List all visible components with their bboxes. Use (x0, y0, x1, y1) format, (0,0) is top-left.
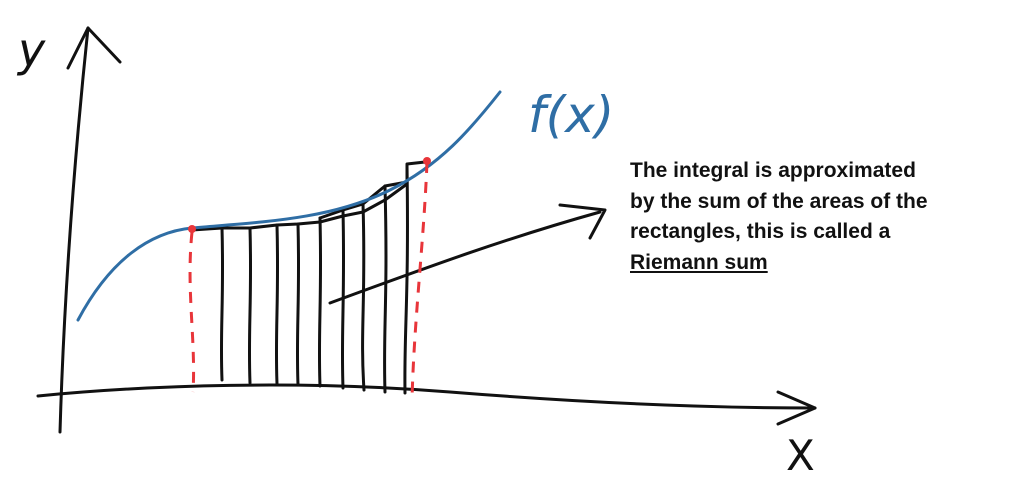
caption-line: The integral is approximated (630, 159, 916, 182)
riemann-sum-term: Riemann sum (630, 250, 768, 274)
upper-bound-line (410, 161, 429, 401)
caption-line: rectangles, this is called a (630, 220, 891, 243)
upper-bound-point (423, 157, 431, 165)
function-label: f(x) (528, 86, 614, 144)
y-axis-label: y (16, 23, 46, 77)
x-axis (36, 383, 817, 410)
caption-line: by the sum of the areas of the (630, 189, 928, 213)
function-curve (76, 90, 502, 322)
pointer-arrowhead (558, 203, 607, 240)
caption: The integral is approximated by the sum … (630, 156, 1010, 278)
x-axis-label: X (786, 431, 815, 480)
lower-bound-point (188, 225, 196, 233)
pointer-arrow (328, 210, 602, 305)
y-axis-arrowhead (66, 26, 122, 70)
lower-bound-line (188, 231, 196, 393)
riemann-rectangles (190, 160, 427, 395)
y-axis (58, 26, 90, 434)
x-axis-arrowhead (776, 390, 817, 426)
